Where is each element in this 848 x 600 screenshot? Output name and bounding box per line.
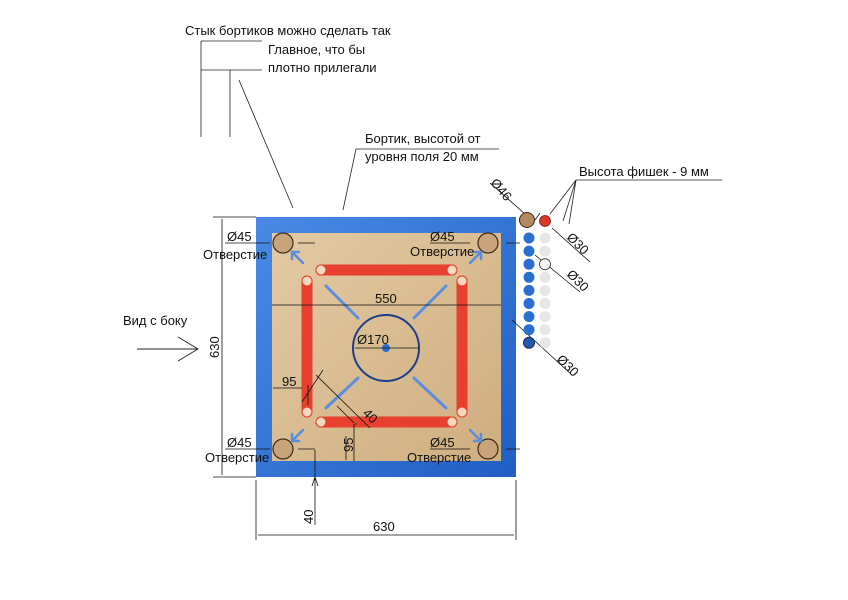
dim-chip-blue: Ø30 xyxy=(554,352,582,380)
chip-blue xyxy=(523,324,535,336)
chip-white xyxy=(539,337,551,349)
dim-border-width: 40 xyxy=(301,510,316,524)
pocket-top-left xyxy=(272,232,294,254)
chip-white xyxy=(539,245,551,257)
pocket-bottom-left xyxy=(272,438,294,460)
chip-white xyxy=(539,258,551,271)
chip-white xyxy=(539,271,551,283)
side-view-arrow xyxy=(137,336,199,362)
dim-baseline-left: 95 xyxy=(282,374,296,389)
chip-blue xyxy=(523,271,535,283)
baseline-circles xyxy=(301,264,468,428)
chip-blue xyxy=(523,311,535,323)
chip-white xyxy=(539,284,551,296)
pocket-top-right xyxy=(477,232,499,254)
rim-note-2: уровня поля 20 мм xyxy=(365,149,479,164)
pocket-label-bl: Отверстие xyxy=(205,450,269,465)
diagonal-lines xyxy=(290,250,483,443)
dim-baseline-bottom: 95 xyxy=(341,438,356,452)
chip-blue xyxy=(523,232,535,244)
pocket-label-tr: Отверстие xyxy=(410,244,474,259)
chip-blue xyxy=(523,284,535,296)
pocket-diameter-tr: Ø45 xyxy=(430,229,455,244)
pocket-diameter-tl: Ø45 xyxy=(227,229,252,244)
chip-red xyxy=(539,215,551,227)
joint-note-1: Главное, что бы xyxy=(268,42,365,57)
side-view-label: Вид с боку xyxy=(123,313,188,328)
dim-center-circle: Ø170 xyxy=(357,332,389,347)
striker xyxy=(519,212,535,228)
chip-height-note: Высота фишек - 9 мм xyxy=(579,164,709,179)
baselines xyxy=(301,264,468,428)
chip-blue xyxy=(523,245,535,257)
chip-white xyxy=(539,311,551,323)
pocket-bottom-right xyxy=(477,438,499,460)
pockets xyxy=(272,232,499,460)
chip-white xyxy=(539,324,551,336)
pocket-diameter-bl: Ø45 xyxy=(227,435,252,450)
chips-column xyxy=(523,232,551,349)
dim-striker: Ø46 xyxy=(488,175,515,203)
dim-inner-width: 550 xyxy=(375,291,397,306)
dim-chip-red: Ø30 xyxy=(564,230,592,258)
chip-blue xyxy=(523,258,535,270)
joint-title: Стык бортиков можно сделать так xyxy=(185,23,391,38)
dim-chip-white: Ø30 xyxy=(564,267,592,295)
chip-white xyxy=(539,298,551,309)
chip-white xyxy=(539,232,551,244)
joint-annotation xyxy=(200,40,722,225)
pocket-label-br: Отверстие xyxy=(407,450,471,465)
chip-blue xyxy=(523,298,535,309)
rim-note-1: Бортик, высотой от xyxy=(365,131,481,146)
pocket-label-tl: Отверстие xyxy=(203,247,267,262)
pocket-diameter-br: Ø45 xyxy=(430,435,455,450)
joint-note-2: плотно прилегали xyxy=(268,60,377,75)
dim-outer-width: 630 xyxy=(373,519,395,534)
dimension-lines xyxy=(213,182,591,540)
chip-blue xyxy=(523,336,535,349)
dim-outer-height: 630 xyxy=(207,336,222,358)
